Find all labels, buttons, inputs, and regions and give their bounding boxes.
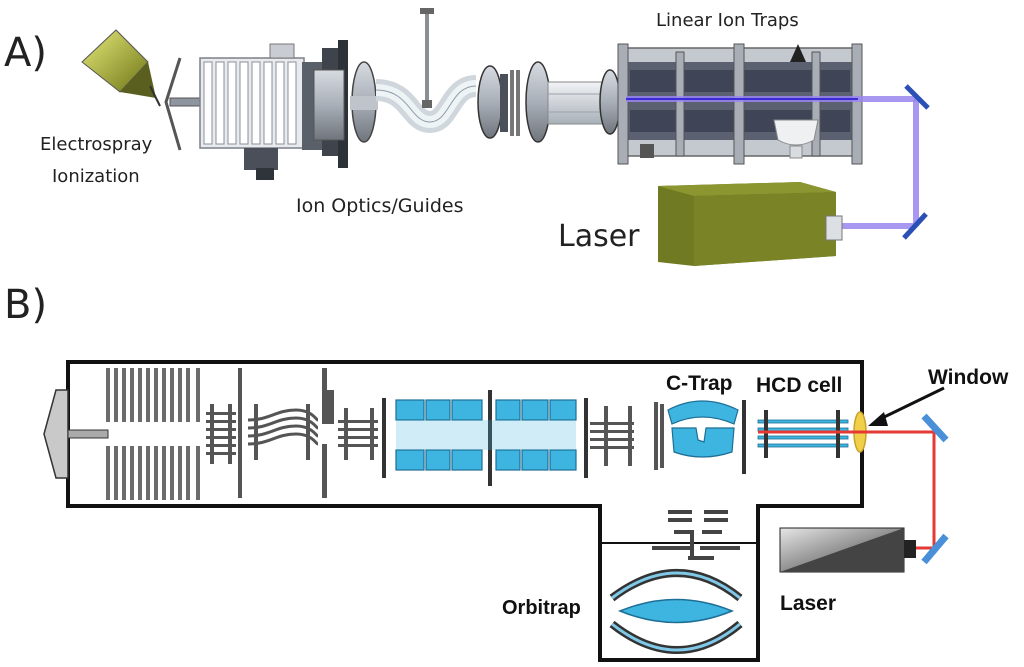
mirror-a-bottom-icon — [902, 212, 928, 240]
laser-box-a-icon — [658, 182, 843, 266]
c-trap-icon — [667, 400, 746, 474]
bent-flatapole-icon — [247, 404, 319, 460]
capillary-icon — [169, 97, 205, 107]
panel-a: A) — [4, 8, 930, 266]
mirror-a-top-icon — [904, 84, 930, 110]
injection-lens-icon — [206, 404, 236, 464]
c-trap-label: C-Trap — [666, 372, 733, 395]
window-arrow-icon — [868, 386, 945, 426]
orbitrap-chamber-divider — [600, 542, 758, 544]
transfer-octupole-icon — [590, 402, 664, 470]
laser-box-b-icon — [779, 527, 916, 573]
panel-b-letter: B) — [4, 282, 47, 328]
ion-optics-flange-icon — [302, 40, 378, 168]
laser-b-label: Laser — [780, 592, 836, 615]
linear-ion-trap-icon — [617, 43, 863, 165]
ion-funnel-icon — [199, 43, 305, 180]
ion-lens-set-icon — [477, 61, 621, 143]
laser-a-label: Laser — [558, 219, 640, 254]
mirror-b-bottom-icon — [921, 533, 949, 565]
ion-funnel-plates-icon — [106, 368, 200, 500]
mirror-b-top-icon — [921, 413, 949, 443]
orbitrap-entrance-lens-icon — [652, 510, 740, 560]
electrospray-label-line2: Ionization — [52, 166, 140, 187]
exit-lens-1 — [238, 368, 242, 498]
hcd-cell-label: HCD cell — [756, 374, 842, 397]
orbitrap-icon — [609, 569, 743, 654]
panel-b: B) — [4, 282, 1009, 662]
source-cone-icon — [43, 389, 109, 479]
laser-beam-b — [758, 430, 936, 550]
inlet-cone-icon — [164, 57, 182, 151]
electrospray-needle-icon — [81, 29, 161, 107]
ion-optics-label: Ion Optics/Guides — [296, 195, 464, 217]
orbitrap-label: Orbitrap — [502, 597, 581, 619]
bent-ion-guide-icon — [375, 75, 478, 134]
linear-ion-traps-label: Linear Ion Traps — [656, 10, 799, 31]
probe-rod-icon — [420, 8, 434, 108]
transfer-multipole-icon — [338, 408, 378, 460]
split-lens-icon — [322, 368, 334, 498]
linear-ion-trap-b-icon — [382, 390, 588, 486]
electrospray-label-line1: Electrospray — [40, 134, 153, 155]
panel-a-letter: A) — [4, 30, 47, 76]
window-label: Window — [928, 366, 1009, 389]
